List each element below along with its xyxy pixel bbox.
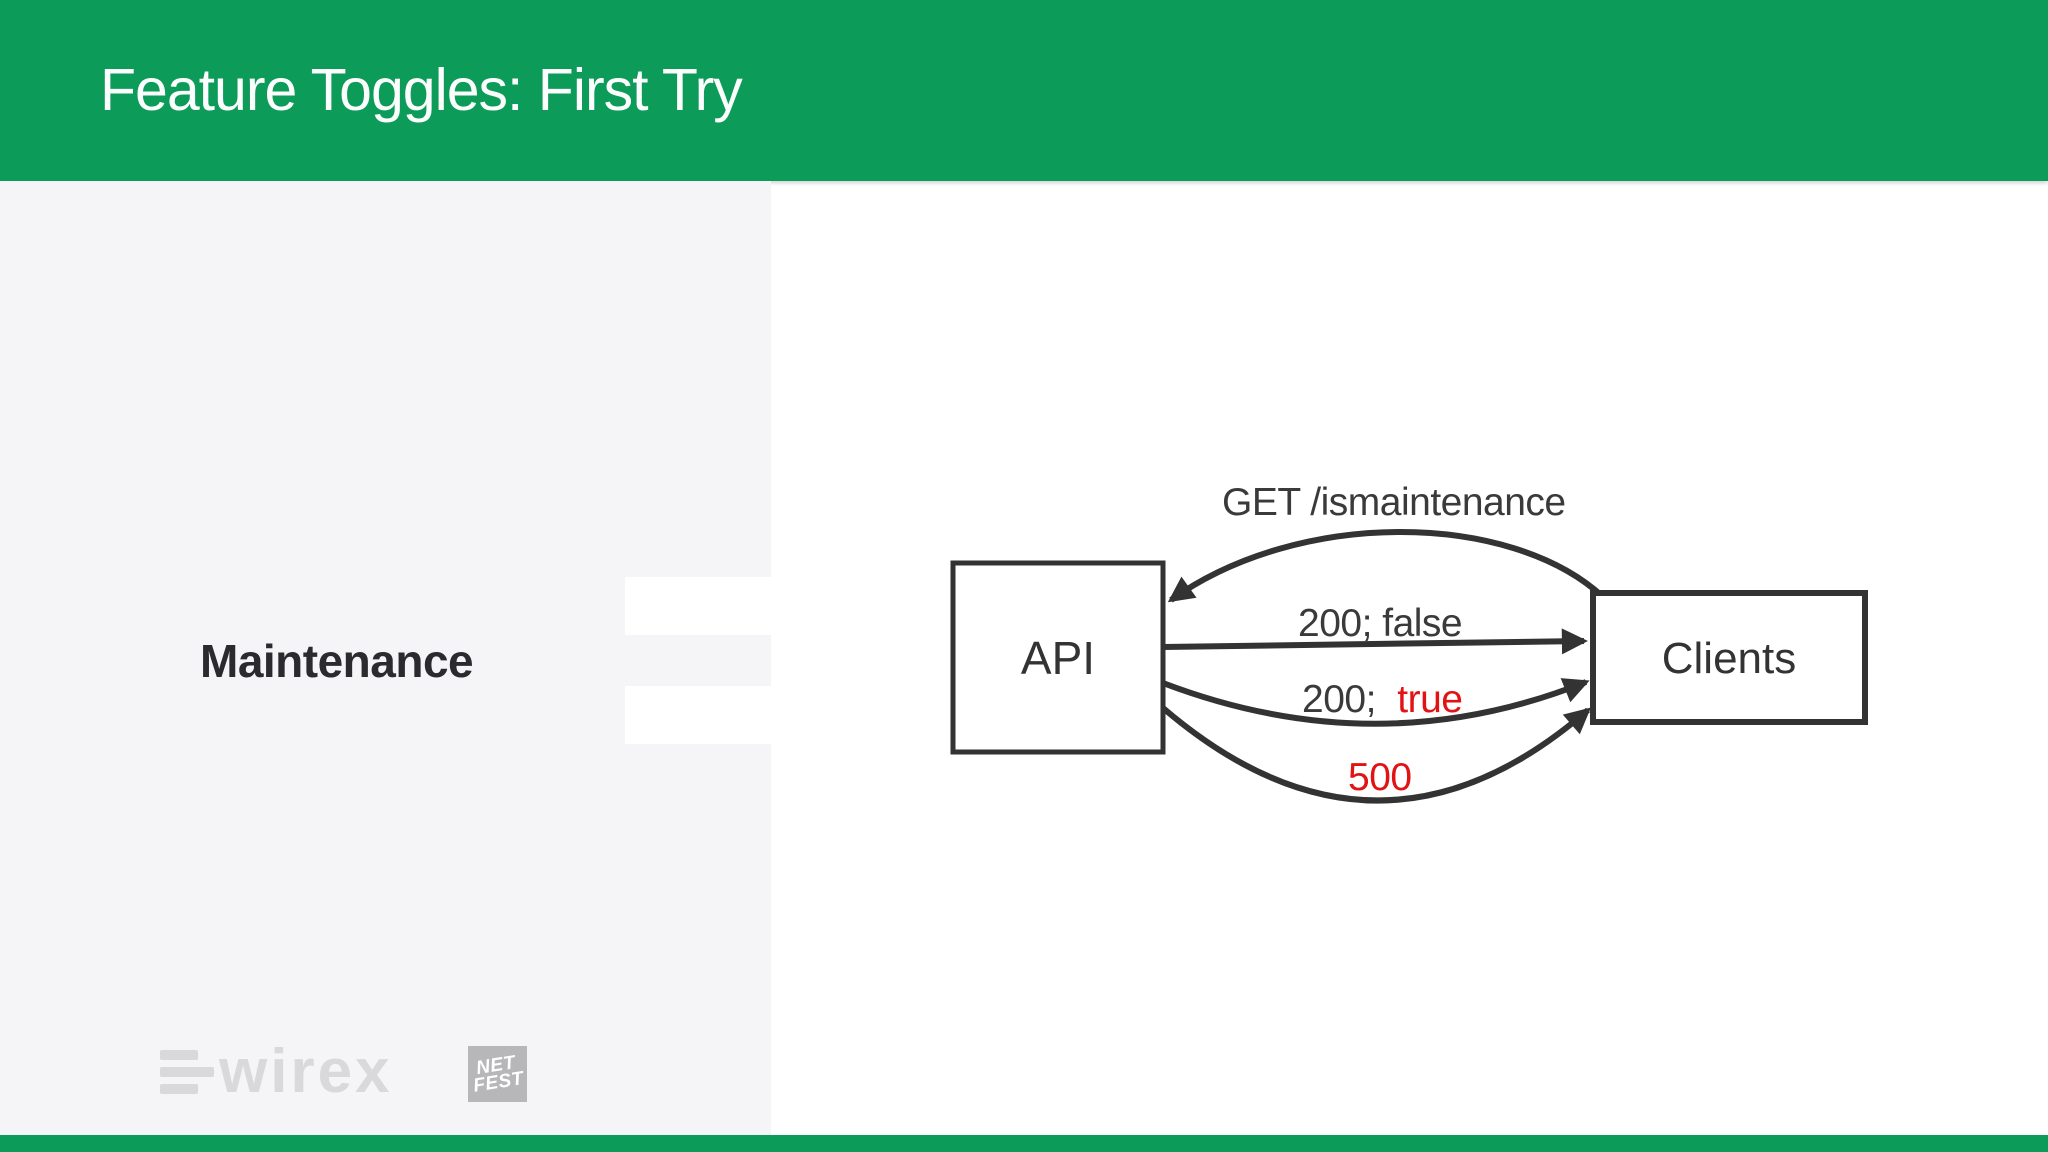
white-cover-block-bottom: [625, 686, 772, 744]
api-clients-diagram: API Clients GET /ismaintenance 200; fals…: [950, 481, 1868, 804]
edge-500: [1161, 705, 1591, 804]
edge-label-200-true: 200; true: [1302, 678, 1462, 721]
edge-label-200-true-value: true: [1397, 678, 1462, 721]
clients-node-box: [1590, 590, 1868, 725]
wirex-logo: wirex: [160, 1037, 393, 1106]
api-node-label: API: [1021, 632, 1095, 684]
slide-title: Feature Toggles: First Try: [100, 57, 743, 123]
wirex-bars-icon: [160, 1050, 214, 1095]
section-label: Maintenance: [200, 635, 474, 687]
edge-200-false: [1162, 628, 1588, 655]
clients-node-label: Clients: [1662, 634, 1797, 683]
slide-header-bar: Feature Toggles: First Try: [0, 0, 2048, 181]
edge-label-500: 500: [1348, 756, 1412, 799]
netfest-logo-text: NET FEST: [470, 1052, 525, 1097]
bottom-accent-bar: [0, 1135, 2048, 1152]
netfest-logo: NET FEST: [468, 1046, 527, 1102]
left-panel: [0, 181, 771, 1152]
edge-200-true: [1161, 678, 1590, 727]
white-cover-block-top: [625, 577, 772, 635]
edge-label-200-false: 200; false: [1298, 602, 1462, 645]
edge-label-get: GET /ismaintenance: [1222, 481, 1566, 524]
edge-label-200-true-prefix: 200;: [1302, 678, 1376, 721]
api-node-box: [950, 560, 1166, 755]
edge-get-ismaintenance: [1167, 529, 1605, 603]
wirex-logo-text: wirex: [219, 1037, 393, 1106]
